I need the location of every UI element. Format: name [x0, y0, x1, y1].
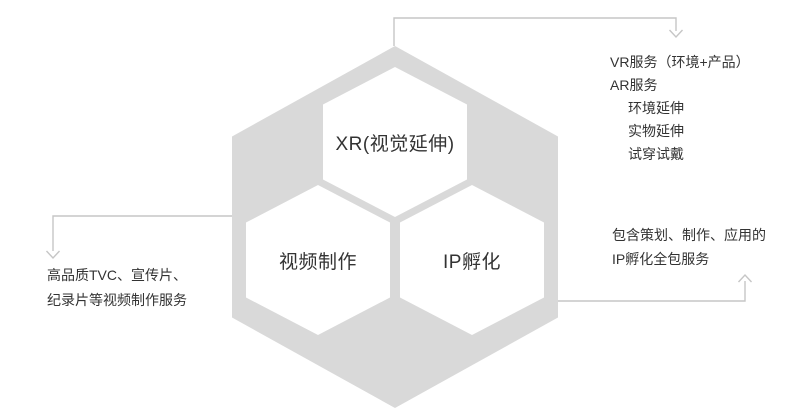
hexagon-xr: XR(视觉延伸): [323, 67, 467, 217]
arrow-up-icon: [737, 273, 753, 283]
connector-arrow-top-right: [393, 17, 684, 46]
annotation-line: 环境延伸: [628, 100, 684, 116]
hexagon-ip-incubation-label: IP孵化: [443, 251, 501, 273]
annotation-line: 包含策划、制作、应用的: [612, 227, 766, 243]
annotation-line: IP孵化全包服务: [612, 251, 710, 267]
connector-arrow-left: [45, 215, 232, 260]
connector-arrow-bottom-right: [558, 273, 753, 302]
annotation-line: VR服务（环境+产品）: [610, 54, 750, 70]
annotation-line: 试穿试戴: [628, 146, 684, 162]
hexagon-video-production-label: 视频制作: [278, 251, 357, 273]
hexagon-ip-incubation: IP孵化: [400, 185, 544, 335]
arrow-down-icon: [45, 250, 61, 260]
annotation-line: 高品质TVC、宣传片、: [47, 267, 187, 283]
hexagon-video-production: 视频制作: [246, 185, 390, 335]
arrow-down-icon: [668, 29, 684, 39]
hexagon-xr-label: XR(视觉延伸): [335, 133, 455, 155]
annotation-line: 纪录片等视频制作服务: [47, 292, 187, 308]
annotation-line: AR服务: [610, 77, 658, 93]
annotation-xr-services: VR服务（环境+产品） AR服务 环境延伸 实物延伸 试穿试戴: [610, 51, 750, 166]
annotation-line: 实物延伸: [628, 123, 684, 139]
annotation-video-services: 高品质TVC、宣传片、 纪录片等视频制作服务: [47, 263, 187, 313]
annotation-ip-services: 包含策划、制作、应用的 IP孵化全包服务: [612, 223, 766, 271]
